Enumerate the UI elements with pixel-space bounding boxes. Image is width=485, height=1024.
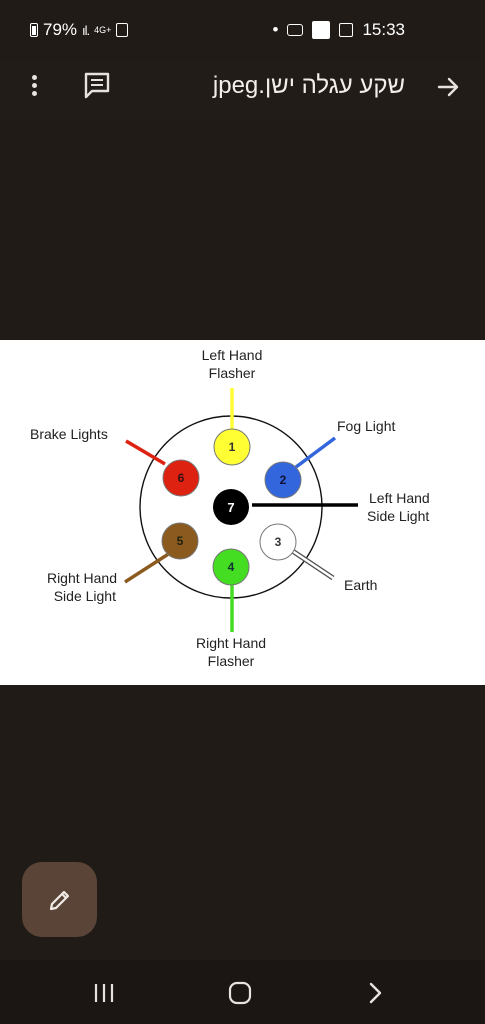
pin-7: 7 <box>213 489 249 525</box>
recents-icon[interactable] <box>86 978 122 1008</box>
pin-4-number: 4 <box>228 560 235 574</box>
label-pin-5-line-2: Side Light <box>54 588 116 604</box>
status-bar: 79% ıl. 4G+ • 15:33 <box>0 0 485 60</box>
clock: 15:33 <box>362 20 405 39</box>
pin-3-number: 3 <box>275 535 282 549</box>
edit-fab-button[interactable] <box>22 862 97 937</box>
pin-1-number: 1 <box>229 440 236 454</box>
sim-icon <box>116 23 129 37</box>
label-pin-7-line-2: Side Light <box>367 508 429 524</box>
pin-7-number: 7 <box>227 500 234 515</box>
label-pin-4-line-1: Right Hand <box>196 635 266 651</box>
signal-icon: ıl. <box>82 22 90 38</box>
pin-4: 4 <box>212 548 250 586</box>
pin-7-circle <box>213 489 249 525</box>
label-pin-2: Fog Light <box>337 418 395 434</box>
label-pin-5-line-1: Right Hand <box>47 570 117 586</box>
label-pin-1-line-2: Flasher <box>209 365 256 381</box>
pin-6: 6 <box>162 459 200 497</box>
pin-5-circle <box>161 522 199 560</box>
pin-6-circle <box>162 459 200 497</box>
pin-6-number: 6 <box>178 471 185 485</box>
diagram-svg: 1 2 3 4 5 6 7 Left Hand Flasher <box>30 347 430 669</box>
arrow-forward-icon[interactable] <box>435 74 461 100</box>
status-left: 79% ıl. 4G+ <box>30 20 129 40</box>
label-pin-6: Brake Lights <box>30 426 108 442</box>
image-icon <box>339 23 354 37</box>
pin-1: 1 <box>213 428 251 466</box>
pin-3-circle <box>259 523 297 561</box>
puzzle-icon <box>312 21 331 39</box>
pin-4-circle <box>212 548 250 586</box>
label-pin-7-line-1: Left Hand <box>369 490 430 506</box>
wire-3-inner <box>290 548 334 580</box>
label-pin-4-line-2: Flasher <box>208 653 255 669</box>
app-bar: שקע עגלה ישן.jpeg <box>0 60 485 118</box>
more-vert-icon[interactable] <box>24 72 44 102</box>
network-type: 4G+ <box>94 24 112 35</box>
label-pin-3: Earth <box>344 577 377 593</box>
page-title: שקע עגלה ישן.jpeg <box>212 72 405 99</box>
pencil-icon <box>49 890 70 911</box>
pin-2-number: 2 <box>280 473 287 487</box>
pin-2: 2 <box>264 461 302 499</box>
battery-level: 79% <box>43 20 78 39</box>
wire-5 <box>124 551 171 584</box>
wire-6 <box>125 439 166 466</box>
battery-icon <box>30 23 38 37</box>
home-icon[interactable] <box>222 978 258 1008</box>
pin-5-number: 5 <box>177 534 184 548</box>
notification-dot-icon: • <box>272 20 279 39</box>
pin-5: 5 <box>161 522 199 560</box>
status-right: • 15:33 <box>272 20 405 40</box>
pin-1-circle <box>213 428 251 466</box>
wire-2 <box>290 436 337 472</box>
system-nav-bar <box>0 960 485 1024</box>
pin-2-circle <box>264 461 302 499</box>
pin-3: 3 <box>259 523 297 561</box>
voicemail-icon <box>287 24 304 36</box>
label-pin-1-line-1: Left Hand <box>202 347 263 363</box>
trailer-socket-diagram: 1 2 3 4 5 6 7 Left Hand Flasher <box>0 340 485 685</box>
comment-icon[interactable] <box>82 70 112 100</box>
back-icon[interactable] <box>358 978 394 1008</box>
